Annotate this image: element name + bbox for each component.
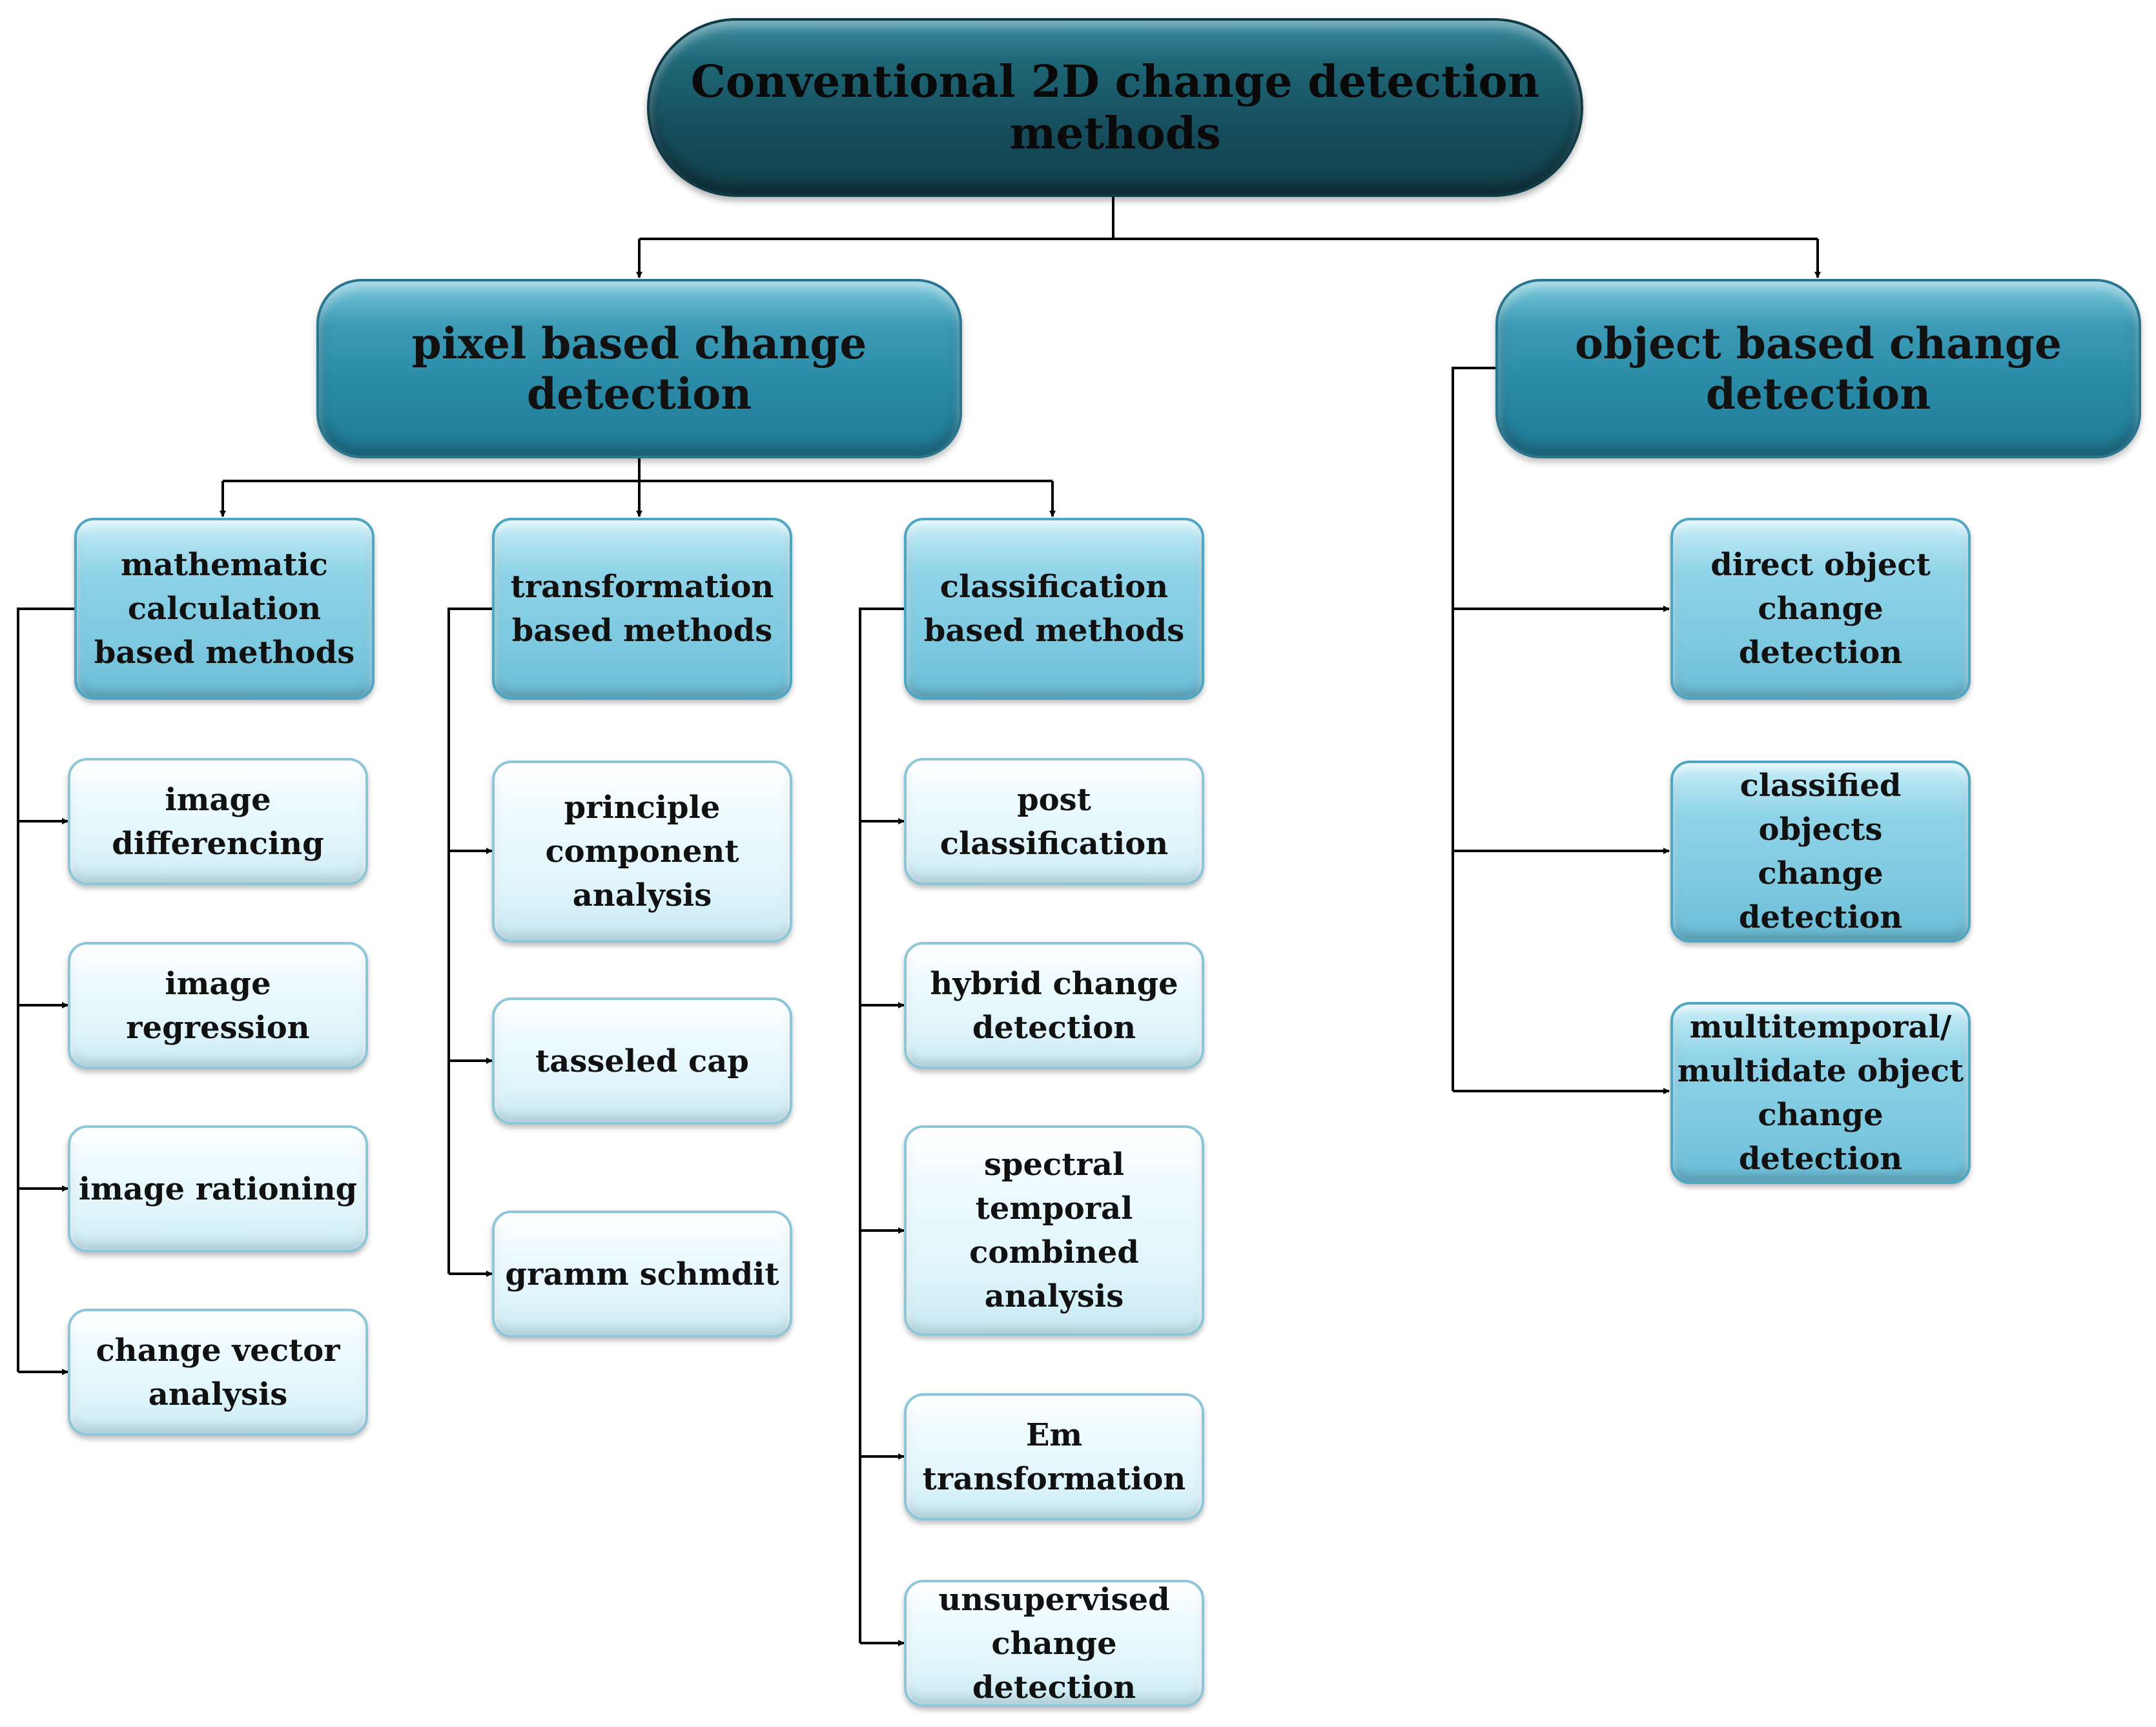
transform-method-node: tasseled cap <box>492 997 792 1125</box>
classif-method-node: post classification <box>904 758 1204 885</box>
transform-category-node: transformation based methods <box>492 518 792 700</box>
transform-method-node: gramm schmdit <box>492 1211 792 1338</box>
object-method-node: direct object change detection <box>1670 518 1971 700</box>
math-method-node: image rationing <box>68 1125 368 1252</box>
object-method-node: classified objects change detection <box>1670 761 1971 943</box>
classif-category-node: classification based methods <box>904 518 1204 700</box>
math-method-node: image differencing <box>68 758 368 885</box>
math-method-node: image regression <box>68 942 368 1069</box>
classif-method-node: spectral temporal combined analysis <box>904 1125 1204 1336</box>
pixel-based-node: pixel based change detection <box>316 279 962 458</box>
root-node: Conventional 2D change detection methods <box>647 18 1583 197</box>
classif-method-node: Em transformation <box>904 1393 1204 1520</box>
connector-classif-spine <box>859 608 904 1643</box>
object-method-node: multitemporal/ multidate object change d… <box>1670 1002 1971 1184</box>
transform-method-node: principle component analysis <box>492 761 792 943</box>
connector-object-spine <box>1452 367 1495 1091</box>
math-category-node: mathematic calculation based methods <box>74 518 375 700</box>
connector-math-spine <box>17 608 74 1372</box>
math-method-node: change vector analysis <box>68 1309 368 1436</box>
classif-method-node: unsupervised change detection <box>904 1580 1204 1707</box>
connector-transform-spine <box>447 608 492 1274</box>
object-based-node: object based change detection <box>1495 279 2141 458</box>
classif-method-node: hybrid change detection <box>904 942 1204 1069</box>
